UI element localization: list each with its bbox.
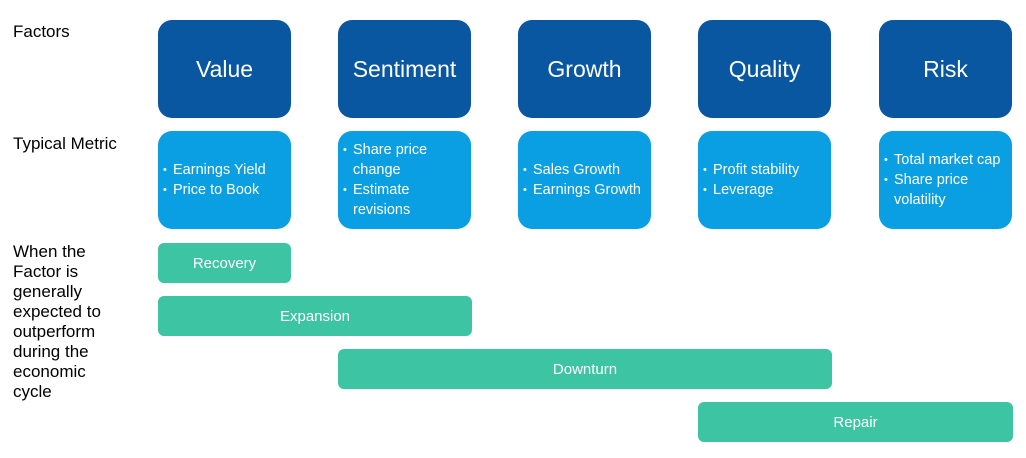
metric-box-value: Earnings Yield Price to Book [158, 131, 291, 229]
metric-item: Price to Book [163, 180, 287, 200]
factor-value: Value [158, 20, 291, 118]
factor-growth: Growth [518, 20, 651, 118]
phase-expansion: Expansion [158, 296, 472, 336]
metric-item: Profit stability [703, 160, 827, 180]
cycle-row-label: When the Factor is generally expected to… [13, 242, 101, 401]
factor-quality: Quality [698, 20, 831, 118]
metric-item: Sales Growth [523, 160, 647, 180]
phase-repair: Repair [698, 402, 1013, 442]
metric-box-quality: Profit stability Leverage [698, 131, 831, 229]
phase-downturn: Downturn [338, 349, 832, 389]
metric-item: Total market cap [884, 150, 1008, 170]
metric-item: Share price volatility [884, 170, 1008, 210]
factors-row-label: Factors [13, 22, 70, 41]
metric-box-sentiment: Share price change Estimate revisions [338, 131, 471, 229]
metric-item: Share price change [343, 140, 467, 180]
metric-item: Leverage [703, 180, 827, 200]
metric-item: Earnings Growth [523, 180, 647, 200]
factor-risk: Risk [879, 20, 1012, 118]
typical-metric-row-label: Typical Metric [13, 134, 117, 153]
metric-item: Estimate revisions [343, 180, 467, 220]
phase-recovery: Recovery [158, 243, 291, 283]
metric-box-risk: Total market cap Share price volatility [879, 131, 1012, 229]
factor-sentiment: Sentiment [338, 20, 471, 118]
metric-box-growth: Sales Growth Earnings Growth [518, 131, 651, 229]
metric-item: Earnings Yield [163, 160, 287, 180]
